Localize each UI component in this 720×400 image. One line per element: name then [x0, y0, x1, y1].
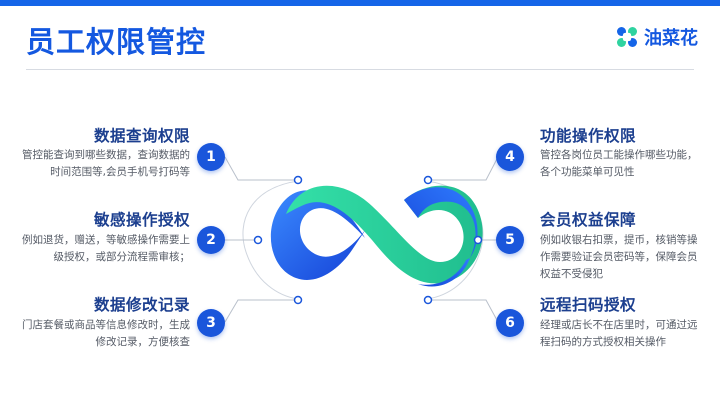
- infinity-loop-icon: [270, 185, 483, 287]
- number-badge: 5: [496, 226, 524, 254]
- top-accent-bar: [0, 0, 720, 6]
- feature-title: 数据修改记录: [93, 296, 190, 314]
- connector-lines: [224, 156, 499, 323]
- feature-desc: 门店套餐或商品等信息修改时，生成修改记录，方便核查: [22, 319, 190, 348]
- number-badge: 1: [197, 143, 225, 171]
- page-title: 员工权限管控: [26, 25, 207, 59]
- feature-desc: 管控各岗位员工能操作哪些功能，各个功能菜单可见性: [540, 149, 698, 178]
- feature-title: 远程扫码授权: [540, 296, 637, 314]
- feature-title: 会员权益保障: [540, 211, 637, 229]
- feature-desc: 经理或店长不在店里时，可通过远程扫码的方式授权相关操作: [540, 319, 698, 348]
- feature-desc: 例如收银右扣票，提币，核销等操作需要验证会员密码等，保障会员权益不受侵犯: [540, 234, 698, 280]
- feature-desc: 例如退货，赠送，等敏感操作需要上级授权，或部分流程需审核；: [22, 234, 190, 263]
- flower-petals-logo-icon: [617, 27, 637, 47]
- number-badge: 4: [496, 143, 524, 171]
- brand-logo: 油菜花: [616, 24, 698, 50]
- feature-title: 数据查询权限: [93, 127, 190, 145]
- feature-desc: 管控能查询到哪些数据，查询数据的时间范围等,会员手机号打码等: [22, 149, 190, 178]
- title-divider: [26, 69, 694, 70]
- feature-title: 功能操作权限: [540, 127, 637, 145]
- connector-dots: [253, 175, 483, 305]
- feature-title: 敏感操作授权: [93, 211, 190, 229]
- brand-name: 油菜花: [644, 28, 698, 49]
- number-badge: 2: [197, 226, 225, 254]
- number-badge: 3: [197, 309, 225, 337]
- number-badge: 6: [496, 309, 524, 337]
